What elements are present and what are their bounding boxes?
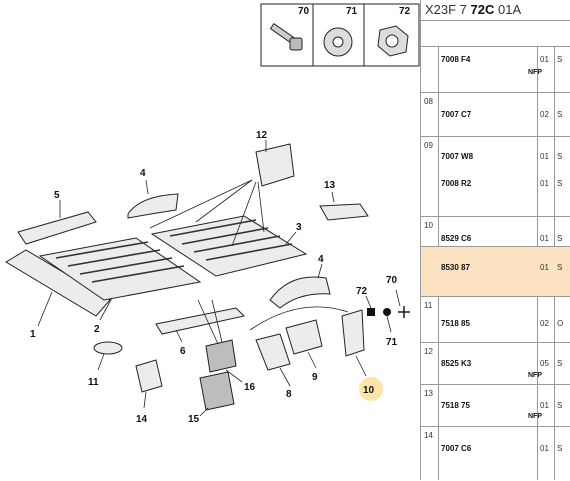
list-item[interactable]: 7008 F4 NFP 01 S xyxy=(421,46,570,93)
box-label-71: 71 xyxy=(346,6,358,17)
list-item[interactable]: 10 8529 C6 01 S xyxy=(421,216,570,247)
callout-3: 3 xyxy=(296,222,302,233)
part-16-bracket xyxy=(205,339,237,373)
part-11-plug xyxy=(93,341,123,355)
part-9-bracket xyxy=(285,319,323,355)
callout-70: 70 xyxy=(386,275,398,286)
callout-15: 15 xyxy=(188,414,200,425)
box-label-72: 72 xyxy=(399,6,411,17)
part-4-wheel-arch xyxy=(269,276,331,309)
list-item[interactable]: 14 7007 C6 01 S xyxy=(421,426,570,481)
part-72-nut xyxy=(367,308,375,316)
part-5-crossmember xyxy=(17,211,97,245)
callout-10: 10 xyxy=(363,385,375,396)
part-15-bracket xyxy=(199,371,235,411)
part-71-washer xyxy=(383,308,391,316)
callout-10-highlight xyxy=(359,377,383,401)
part-12-support xyxy=(255,143,295,187)
washer-icon xyxy=(323,27,353,57)
callout-12: 12 xyxy=(256,130,268,141)
callout-9: 9 xyxy=(312,372,318,383)
list-item[interactable]: 12 8525 K3 NFP 05 S xyxy=(421,342,570,385)
callout-71: 71 xyxy=(386,337,398,348)
catalog-header: X23F 7 72C 01A xyxy=(425,2,522,17)
callout-8: 8 xyxy=(286,389,292,400)
part-13-tray xyxy=(319,203,369,221)
list-item-highlighted[interactable]: 8530 87 01 S xyxy=(421,246,570,297)
part-14-bracket xyxy=(135,359,163,393)
callout-72: 72 xyxy=(356,286,368,297)
callout-14: 14 xyxy=(136,414,148,425)
list-item[interactable]: 13 7518 75 NFP 01 S xyxy=(421,384,570,427)
nut-icon xyxy=(377,25,409,57)
callout-5: 5 xyxy=(54,190,60,201)
callout-13: 13 xyxy=(324,180,336,191)
screw-icon xyxy=(269,22,303,51)
list-item[interactable]: 09 7007 W8 01 S 7008 R2 01 S xyxy=(421,136,570,217)
part-1-rail xyxy=(5,249,111,317)
callout-16: 16 xyxy=(244,382,256,393)
part-8-bracket xyxy=(255,333,291,371)
list-item[interactable]: 11 7518 85 02 O xyxy=(421,296,570,343)
part-4-bracket xyxy=(127,193,179,219)
callout-11: 11 xyxy=(88,377,99,388)
part-10-bracket xyxy=(341,309,365,357)
callout-2: 2 xyxy=(94,324,100,335)
list-item[interactable]: 08 7007 C7 02 S xyxy=(421,92,570,137)
callout-4: 4 xyxy=(140,168,146,179)
part-6-sill xyxy=(155,307,245,335)
parts-list-panel: X23F 7 72C 01A 7008 F4 NFP 01 S 08 7007 … xyxy=(420,0,570,480)
callout-4b: 4 xyxy=(318,254,324,265)
callout-1: 1 xyxy=(30,329,36,340)
box-label-70: 70 xyxy=(298,6,310,17)
parts-diagram: 70 71 72 1 2 3 4 4 5 6 xyxy=(5,3,420,425)
callout-6: 6 xyxy=(180,346,186,357)
